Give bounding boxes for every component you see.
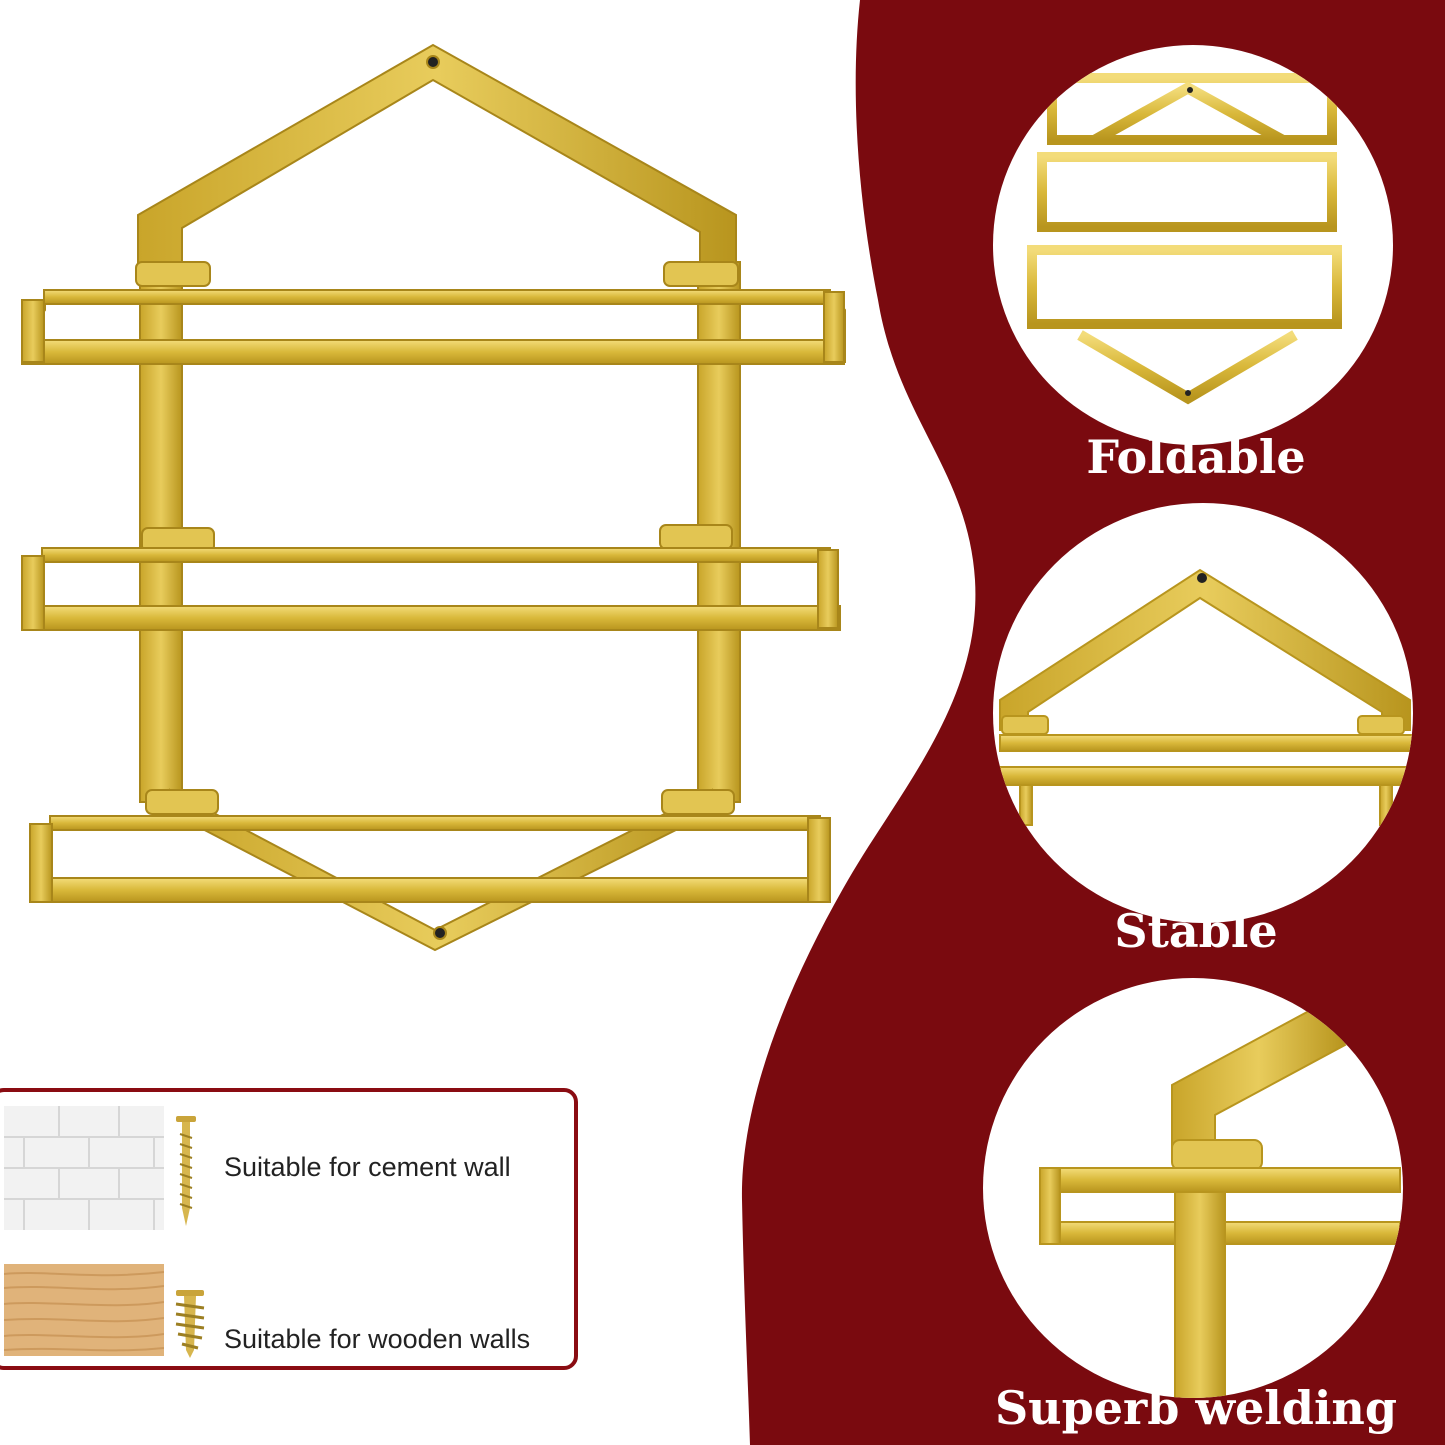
cement-wall-label: Suitable for cement wall (224, 1152, 511, 1182)
screw-icon (176, 1116, 196, 1226)
foldable-detail (1027, 73, 1342, 405)
stable-detail (999, 568, 1413, 826)
product-rack (21, 43, 846, 952)
wood-grain-icon (4, 1264, 164, 1356)
brick-wall-icon (4, 1106, 164, 1230)
welding-detail (1039, 1003, 1401, 1398)
feature-label-foldable: Foldable (1086, 430, 1306, 484)
feature-label-superb-welding: Superb welding (994, 1381, 1398, 1435)
wall-compatibility-box: Suitable for cement wall Suitable for wo… (0, 1088, 578, 1370)
wooden-wall-label: Suitable for wooden walls (224, 1324, 531, 1354)
feature-label-stable: Stable (1114, 904, 1278, 958)
wall-anchor-screw-icon (175, 1290, 205, 1358)
